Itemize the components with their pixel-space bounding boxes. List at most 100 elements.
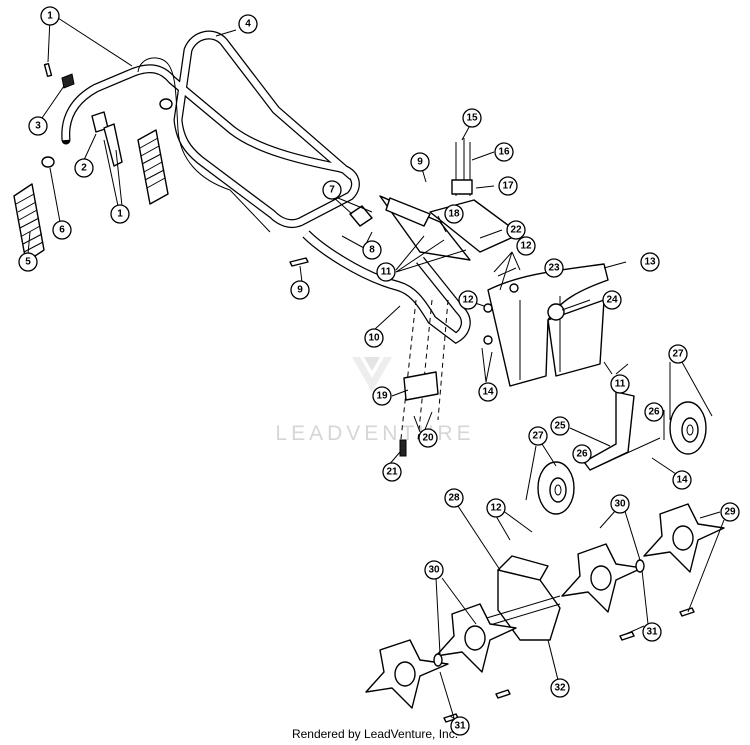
callout-10: 10: [364, 328, 384, 348]
svg-text:27: 27: [532, 431, 544, 442]
callout-11-b: 11: [610, 374, 630, 394]
callout-6: 6: [52, 220, 72, 240]
svg-text:16: 16: [498, 147, 510, 158]
svg-text:21: 21: [386, 467, 398, 478]
bolt: [289, 257, 309, 267]
nut: [483, 303, 493, 313]
callout-30-b: 30: [424, 560, 444, 580]
callout-4: 4: [238, 14, 258, 34]
svg-text:25: 25: [554, 421, 566, 432]
callout-16: 16: [494, 142, 514, 162]
callout-31: 31: [642, 622, 662, 642]
lower-handle: [302, 230, 471, 345]
svg-text:9: 9: [297, 285, 303, 296]
callout-12: 12: [516, 236, 536, 256]
footer-credit: Rendered by LeadVenture, Inc.: [292, 727, 458, 741]
callout-27-b: 27: [528, 426, 548, 446]
callout-24: 24: [602, 290, 622, 310]
svg-text:7: 7: [329, 185, 335, 196]
callout-28: 28: [444, 488, 464, 508]
wheel-left: [537, 461, 575, 515]
tine-outer-right: [643, 503, 725, 573]
handle-grip-left: [13, 183, 45, 263]
svg-text:30: 30: [428, 565, 440, 576]
svg-text:11: 11: [381, 267, 392, 278]
callout-8: 8: [362, 240, 382, 260]
svg-text:5: 5: [25, 257, 31, 268]
wheel-bracket: [583, 391, 661, 471]
wheel-right: [669, 401, 707, 455]
svg-text:19: 19: [376, 391, 388, 402]
svg-text:20: 20: [422, 433, 434, 444]
svg-text:8: 8: [369, 245, 375, 256]
callout-17: 17: [498, 176, 518, 196]
tine-outer-left: [365, 639, 449, 709]
svg-text:14: 14: [482, 387, 494, 398]
svg-text:28: 28: [448, 493, 460, 504]
callout-26-b: 26: [572, 444, 592, 464]
washer: [635, 559, 645, 573]
nut: [483, 335, 493, 345]
hair-pin: [495, 689, 511, 699]
callout-15: 15: [462, 108, 482, 128]
upper-handle: [61, 30, 360, 233]
grip-cap: [41, 156, 55, 168]
tine-inner-left: [435, 603, 517, 673]
callout-27: 27: [668, 344, 688, 364]
callout-22: 22: [506, 220, 526, 240]
callout-1: 1: [40, 6, 60, 26]
svg-text:17: 17: [502, 181, 514, 192]
svg-text:12: 12: [462, 295, 474, 306]
hair-pin: [679, 607, 695, 617]
svg-text:30: 30: [614, 499, 626, 510]
callout-11: 11: [376, 262, 396, 282]
callout-21: 21: [382, 462, 402, 482]
svg-text:3: 3: [35, 121, 41, 132]
screw: [399, 439, 407, 457]
svg-text:10: 10: [368, 333, 380, 344]
callout-5: 5: [18, 252, 38, 272]
svg-text:1: 1: [47, 11, 53, 22]
callout-23: 23: [544, 258, 564, 278]
svg-text:6: 6: [59, 225, 65, 236]
transmission: [459, 555, 561, 641]
callout-25: 25: [550, 416, 570, 436]
callout-31-b: 31: [450, 716, 470, 736]
assembly-guide: [399, 299, 449, 449]
svg-text:4: 4: [245, 19, 251, 30]
nut: [509, 283, 519, 293]
adjust-knob: [349, 205, 373, 227]
svg-text:27: 27: [672, 349, 684, 360]
handle-grip-right: [137, 129, 169, 205]
svg-text:29: 29: [724, 507, 736, 518]
svg-text:32: 32: [554, 683, 566, 694]
svg-text:12: 12: [490, 503, 502, 514]
pin: [43, 62, 53, 78]
svg-text:22: 22: [510, 225, 522, 236]
tine-inner-right: [561, 543, 643, 613]
callout-13: 13: [640, 252, 660, 272]
control-lever: [103, 123, 123, 167]
svg-text:14: 14: [676, 475, 688, 486]
svg-text:26: 26: [648, 407, 660, 418]
callout-1-b: 1: [110, 204, 130, 224]
callout-9-b: 9: [290, 280, 310, 300]
watermark-text: LEADVENTURE: [275, 422, 474, 445]
callout-19: 19: [372, 386, 392, 406]
cable-clip: [61, 73, 75, 89]
callout-30: 30: [610, 494, 630, 514]
callout-14: 14: [478, 382, 498, 402]
callout-2: 2: [74, 158, 94, 178]
callout-3: 3: [28, 116, 48, 136]
svg-text:11: 11: [615, 379, 626, 390]
svg-text:2: 2: [81, 163, 87, 174]
callout-7: 7: [322, 180, 342, 200]
callout-32: 32: [550, 678, 570, 698]
clamp-plate: [385, 197, 431, 227]
callout-29: 29: [720, 502, 740, 522]
watermark-logo: [352, 357, 392, 392]
svg-text:1: 1: [117, 209, 123, 220]
callout-9: 9: [410, 152, 430, 172]
svg-text:18: 18: [448, 209, 460, 220]
